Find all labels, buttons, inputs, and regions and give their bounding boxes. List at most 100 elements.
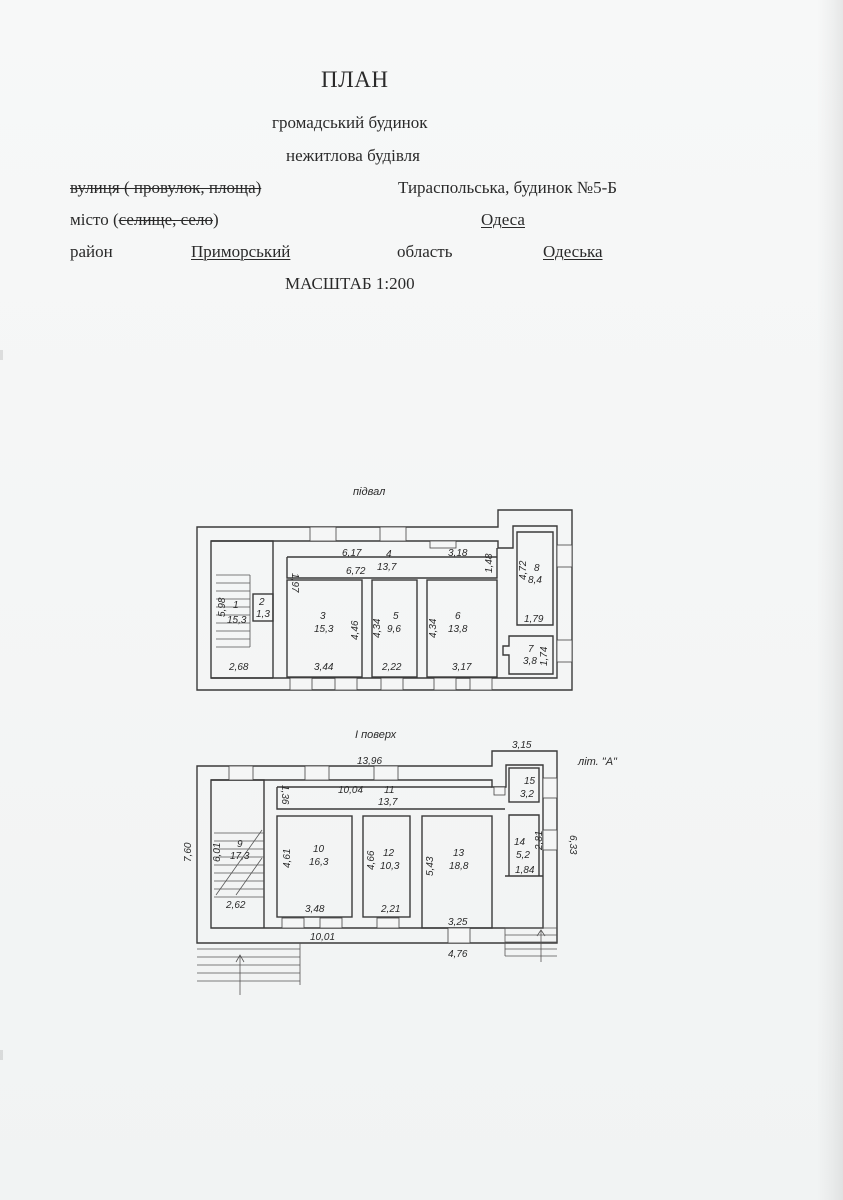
street-label: вулиця ( провулок, площа) <box>70 178 262 197</box>
room-area: 5,2 <box>516 850 530 861</box>
basement-inner-outline <box>210 525 558 679</box>
first-floor-dimension-labels: 3,15 13,96 10,04 1,36 7,60 6,01 4,61 4,6… <box>183 740 578 960</box>
binding-mark <box>0 350 3 360</box>
region-label: область <box>397 242 453 261</box>
room-area: 17,3 <box>230 851 250 862</box>
room-number: 10 <box>313 844 325 855</box>
room-area: 3,8 <box>523 656 537 667</box>
city-value: Одеса <box>481 210 525 229</box>
first-floor-room-10-wall <box>276 815 353 918</box>
first-floor-left-entrance-steps <box>197 943 301 995</box>
dimension-label: 4,34 <box>372 618 383 638</box>
room-area: 15,3 <box>227 615 247 626</box>
room-area: 8,4 <box>528 575 542 586</box>
dimension-label: 6,17 <box>342 548 362 559</box>
basement-room-5-wall <box>371 579 418 678</box>
scale-label: МАСШТАБ 1:200 <box>285 274 415 293</box>
dimension-label: 6,01 <box>212 843 223 862</box>
room-number: 15 <box>524 776 536 787</box>
dimension-label: 4,34 <box>428 618 439 638</box>
building-type: громадський будинок <box>272 113 428 132</box>
street-value: Тираспольська, будинок №5-Б <box>398 178 618 197</box>
room-number: 2 <box>258 597 265 608</box>
dimension-label: 3,15 <box>512 740 532 751</box>
dimension-label: 3,18 <box>448 548 468 559</box>
city-label: місто (селище, село) <box>70 210 219 230</box>
dimension-label: 6,72 <box>346 566 366 577</box>
basement-corridor-wall <box>286 548 498 579</box>
room-number: 13 <box>453 848 465 859</box>
room-area: 13,7 <box>378 797 398 808</box>
first-floor-outer-wall <box>196 750 558 944</box>
page-edge-shadow <box>817 0 843 1200</box>
document-title: ПЛАН <box>321 67 389 92</box>
room-number: 5 <box>393 611 399 622</box>
city-label-prefix: місто ( <box>70 210 119 229</box>
basement-room-8-wall <box>516 531 554 626</box>
basement-plan: підвал <box>196 486 573 691</box>
dimension-label: 3,44 <box>314 662 334 673</box>
room-number: 12 <box>383 848 395 859</box>
binding-mark <box>0 1050 3 1060</box>
district-value: Приморський <box>191 242 291 261</box>
room-number: 8 <box>534 563 540 574</box>
room-area: 16,3 <box>309 857 329 868</box>
building-purpose: нежитлова будівля <box>286 146 420 165</box>
basement-dimension-labels: 1,97 6,17 6,72 3,18 1,48 4,72 5,98 4,46 … <box>217 548 550 673</box>
room-area: 3,2 <box>520 789 534 800</box>
first-floor-room-15-wall <box>508 767 540 803</box>
dimension-label: 10,04 <box>338 785 363 796</box>
first-floor-room-14-wall <box>505 814 543 877</box>
first-floor-plan: І поверх літ. "А" <box>183 729 618 995</box>
dimension-label: 6,33 <box>567 835 578 855</box>
dimension-label: 4,72 <box>518 560 529 580</box>
room-area: 9,6 <box>387 624 401 635</box>
first-floor-section-label: І поверх <box>355 729 397 741</box>
dimension-label: 2,62 <box>225 900 246 911</box>
first-floor-corridor-wall <box>276 786 505 810</box>
district-label: район <box>70 242 113 261</box>
city-label-suffix: ) <box>212 210 219 229</box>
dimension-label: 10,01 <box>310 932 335 943</box>
basement-stair-treads <box>216 574 251 648</box>
basement-room-7-wall <box>502 635 554 675</box>
room-number: 6 <box>455 611 461 622</box>
basement-room-2-wall <box>252 593 274 622</box>
dimension-label: 5,43 <box>425 856 436 876</box>
dimension-label: 2,81 <box>534 831 545 851</box>
room-number: 11 <box>384 785 394 796</box>
dimension-label: 4,61 <box>282 849 293 868</box>
dimension-label: 4,76 <box>448 949 468 960</box>
first-floor-windows <box>228 765 558 944</box>
dimension-label: 1,36 <box>279 785 290 805</box>
dimension-label: 1,84 <box>515 865 535 876</box>
room-area: 15,3 <box>314 624 334 635</box>
first-floor-room-labels: 9 17,3 10 16,3 11 13,7 12 10,3 13 18,8 1… <box>230 776 536 872</box>
dimension-label: 4,66 <box>366 850 377 870</box>
dimension-label: 1,97 <box>289 573 300 593</box>
basement-section-label: підвал <box>353 486 385 498</box>
room-area: 13,8 <box>448 624 468 635</box>
dimension-label: 7,60 <box>183 842 194 862</box>
basement-room-6-wall <box>426 579 498 678</box>
room-number: 7 <box>528 644 534 655</box>
building-letter-label: літ. "А" <box>577 756 618 768</box>
room-number: 1 <box>233 600 239 611</box>
basement-stair-room <box>211 540 274 679</box>
dimension-label: 2,68 <box>228 662 249 673</box>
dimension-label: 3,25 <box>448 917 468 928</box>
first-floor-stair-treads <box>214 829 264 898</box>
first-floor-inner-outline <box>210 764 544 929</box>
dimension-label: 2,21 <box>380 904 400 915</box>
dimension-label: 5,98 <box>217 597 228 617</box>
first-floor-room-12-wall <box>362 815 411 918</box>
dimension-label: 3,48 <box>305 904 325 915</box>
basement-room-3-wall <box>286 579 363 678</box>
room-area: 18,8 <box>449 861 469 872</box>
basement-windows <box>289 526 573 691</box>
room-number: 4 <box>386 549 392 560</box>
dimension-label: 4,46 <box>350 620 361 640</box>
dimension-label: 2,22 <box>381 662 402 673</box>
